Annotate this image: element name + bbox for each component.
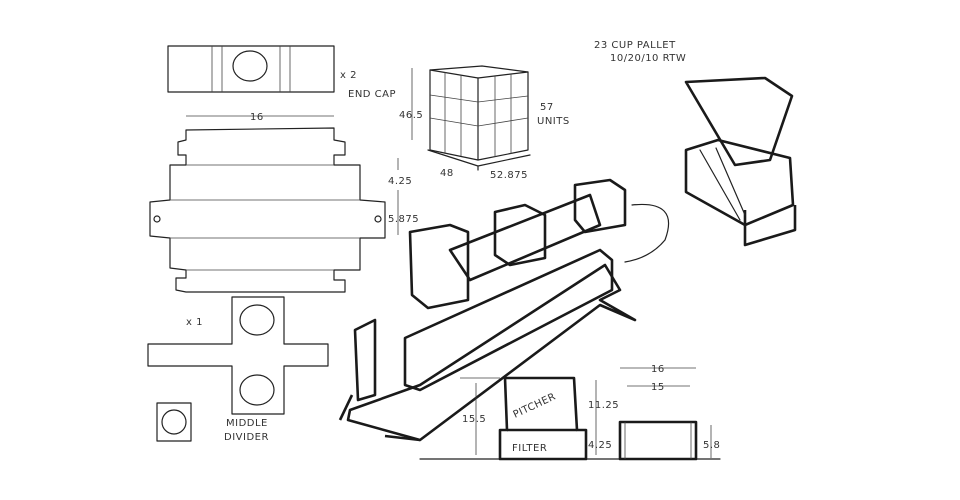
end-cap-dim-a: 4.25 (388, 176, 412, 187)
total-height: 15.5 (462, 414, 486, 425)
units-count: 57 (540, 102, 554, 113)
end-view-outer-width: 16 (651, 364, 665, 375)
end-cap-qty: x 2 (340, 70, 357, 81)
divider-label-2: DIVIDER (224, 432, 269, 443)
end-cap-width: 16 (250, 112, 264, 123)
filter-height: 4.25 (588, 440, 612, 451)
end-cap-flat-pattern (149, 115, 399, 293)
pallet-sketch (411, 65, 531, 171)
units-label: UNITS (537, 116, 570, 127)
pallet-height: 46.5 (399, 110, 423, 121)
end-view-height: 5.8 (703, 440, 720, 451)
divider-label-1: MIDDLE (226, 418, 268, 429)
end-cap-label: END CAP (348, 89, 396, 100)
display-tray-sketch (338, 178, 670, 442)
end-view-inner-width: 15 (651, 382, 665, 393)
side-views (419, 367, 721, 461)
sheet-title: 23 CUP PALLET (594, 40, 676, 51)
pallet-length: 48 (440, 168, 454, 179)
end-cap-top-view (167, 45, 335, 93)
middle-divider-flat-pattern (147, 296, 329, 442)
pallet-width: 52.875 (490, 170, 528, 181)
sheet-date-initials: 10/20/10 RTW (610, 53, 686, 64)
pitcher-height: 11.25 (588, 400, 619, 411)
pitcher-label: PITCHER (512, 391, 558, 420)
filter-label: FILTER (512, 443, 547, 454)
end-cap-dim-b: 5.875 (388, 214, 419, 225)
packed-box-sketch (684, 76, 797, 247)
divider-qty: x 1 (186, 317, 203, 328)
